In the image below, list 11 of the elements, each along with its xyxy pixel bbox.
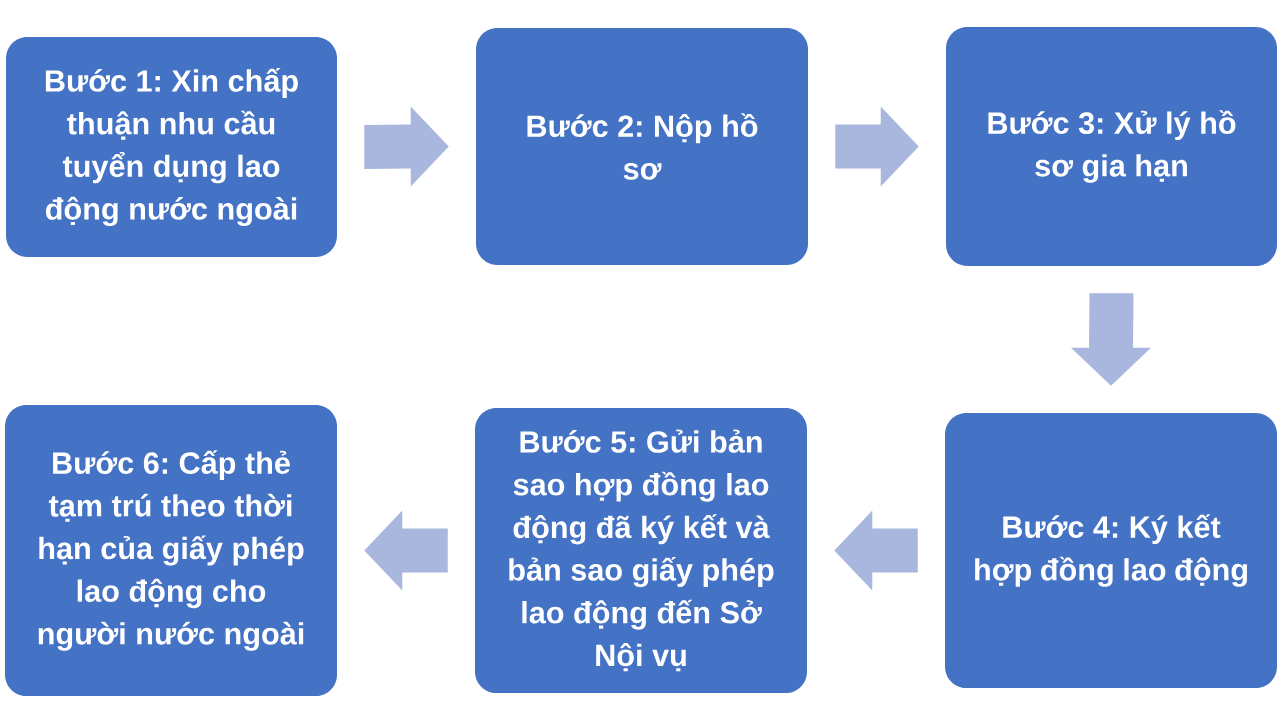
- process-box: Bước 4: Ký kết hợp đồng lao động: [945, 413, 1277, 688]
- process-box: Bước 5: Gửi bản sao hợp đồng lao động đã ký kết và bản sao giấy phép lao động đến Sở Nội vụ: [475, 408, 807, 693]
- block-arrow: [364, 510, 448, 591]
- block-arrow: [835, 106, 919, 187]
- process-box: Bước 6: Cấp thẻ tạm trú theo thời hạn của giấy phép lao động cho người nước ngoài: [5, 405, 337, 696]
- block-arrow: [364, 106, 449, 187]
- process-box: Bước 1: Xin chấp thuận nhu cầu tuyển dụng lao động nước ngoài: [6, 37, 337, 257]
- block-arrow: [834, 510, 918, 591]
- block-arrow: [1071, 293, 1151, 386]
- process-box: Bước 2: Nộp hồ sơ: [476, 28, 808, 265]
- process-box: Bước 3: Xử lý hồ sơ gia hạn: [946, 27, 1277, 266]
